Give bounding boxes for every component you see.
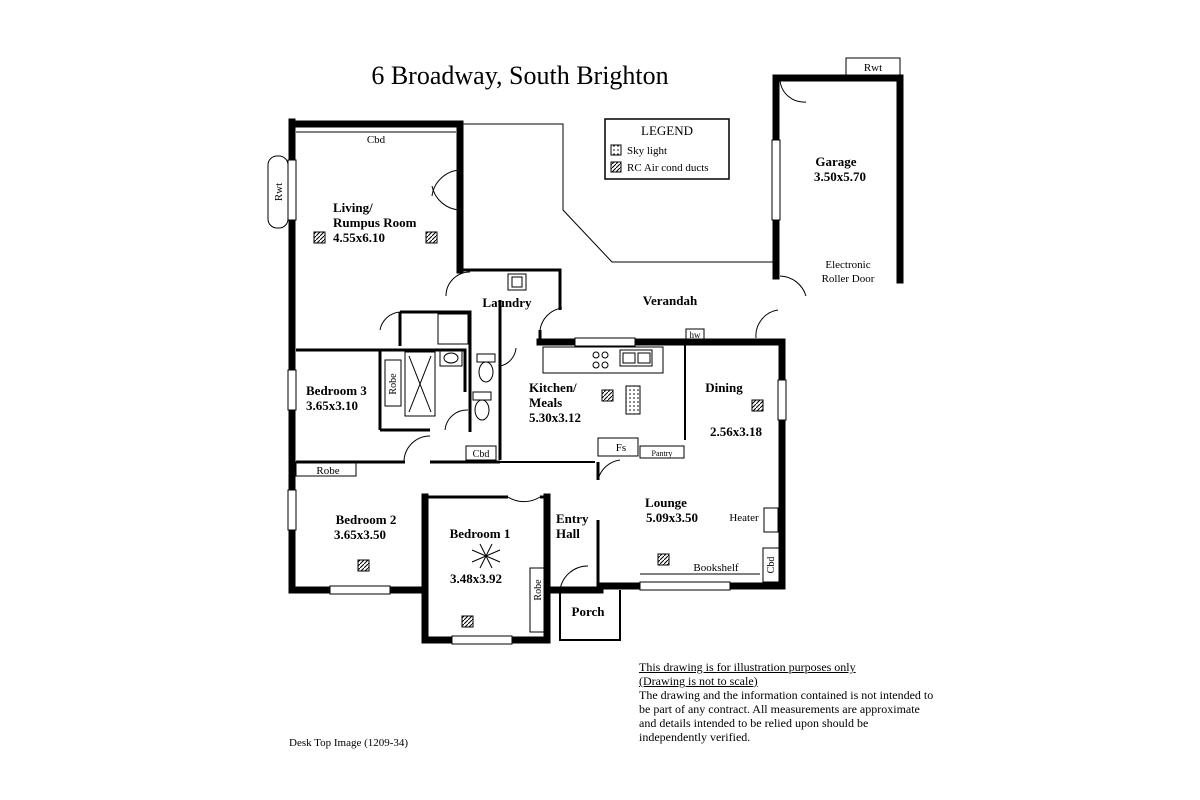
hall-cbd-label: Cbd	[473, 449, 490, 460]
living-size: 4.55x6.10	[333, 230, 385, 245]
legend-item-skylight: Sky light	[627, 145, 667, 157]
bookshelf-label: Bookshelf	[693, 562, 739, 574]
bedroom3-size: 3.65x3.10	[306, 398, 358, 413]
door-swings	[379, 79, 807, 591]
kitchen-name-2: Meals	[529, 395, 562, 410]
disclaimer-line-2: (Drawing is not to scale)	[639, 674, 758, 688]
aircon-swatch	[610, 161, 622, 173]
entry-name-2: Hall	[556, 526, 580, 541]
roller-door-label-2: Roller Door	[822, 273, 875, 285]
fixture-labels: Cbd Rwt Rwt Robe Robe Robe Cbd hw Fs Pan…	[273, 62, 882, 601]
disclaimer-body: The drawing and the information containe…	[639, 688, 934, 744]
roller-door-label-1: Electronic	[825, 259, 870, 271]
bedroom2-size: 3.65x3.50	[334, 527, 386, 542]
lounge-name: Lounge	[645, 495, 687, 510]
legend: LEGEND Sky light RC Air cond ducts	[604, 118, 730, 180]
footer-image-ref: Desk Top Image (1209-34)	[289, 737, 409, 749]
bedroom3-name: Bedroom 3	[306, 383, 367, 398]
exterior-walls	[288, 74, 904, 644]
bedroom3-robe-label: Robe	[388, 373, 399, 395]
living-cbd-label: Cbd	[367, 134, 386, 146]
lounge-size: 5.09x3.50	[646, 510, 698, 525]
pantry-label: Pantry	[652, 449, 673, 458]
lounge-cbd-label: Cbd	[766, 557, 777, 574]
living-name-2: Rumpus Room	[333, 215, 417, 230]
garage-size: 3.50x5.70	[814, 169, 866, 184]
aircon-duct-markers	[313, 231, 764, 628]
entry-name-1: Entry	[556, 511, 589, 526]
legend-heading: LEGEND	[641, 123, 693, 138]
bedroom2-robe-label: Robe	[316, 465, 339, 477]
bedroom1-robe-label: Robe	[533, 579, 544, 601]
fixtures	[267, 57, 901, 633]
laundry-name: Laundry	[482, 295, 532, 310]
hw-label: hw	[690, 330, 702, 340]
kitchen-size: 5.30x3.12	[529, 410, 581, 425]
bedroom1-name: Bedroom 1	[450, 526, 511, 541]
heater-label: Heater	[729, 512, 759, 524]
verandah-name: Verandah	[643, 293, 698, 308]
disclaimer: This drawing is for illustration purpose…	[639, 660, 939, 744]
garage-name: Garage	[815, 154, 856, 169]
plan-title: 6 Broadway, South Brighton	[371, 61, 668, 90]
dining-size: 2.56x3.18	[710, 424, 763, 439]
bedroom1-size: 3.48x3.92	[450, 571, 502, 586]
kitchen-name-1: Kitchen/	[529, 380, 577, 395]
rwt-garage-label: Rwt	[864, 62, 882, 74]
bedroom2-name: Bedroom 2	[336, 512, 397, 527]
porch-name: Porch	[572, 604, 606, 619]
disclaimer-line-1: This drawing is for illustration purpose…	[639, 660, 856, 674]
rwt-left-label: Rwt	[273, 183, 285, 201]
dining-name: Dining	[705, 380, 743, 395]
legend-item-aircon: RC Air cond ducts	[627, 162, 709, 174]
room-labels: Living/ Rumpus Room 4.55x6.10 Garage 3.5…	[306, 154, 866, 619]
fs-label: Fs	[616, 442, 626, 454]
living-name-1: Living/	[333, 200, 373, 215]
skylight-swatch	[610, 144, 622, 156]
windows	[287, 139, 787, 645]
